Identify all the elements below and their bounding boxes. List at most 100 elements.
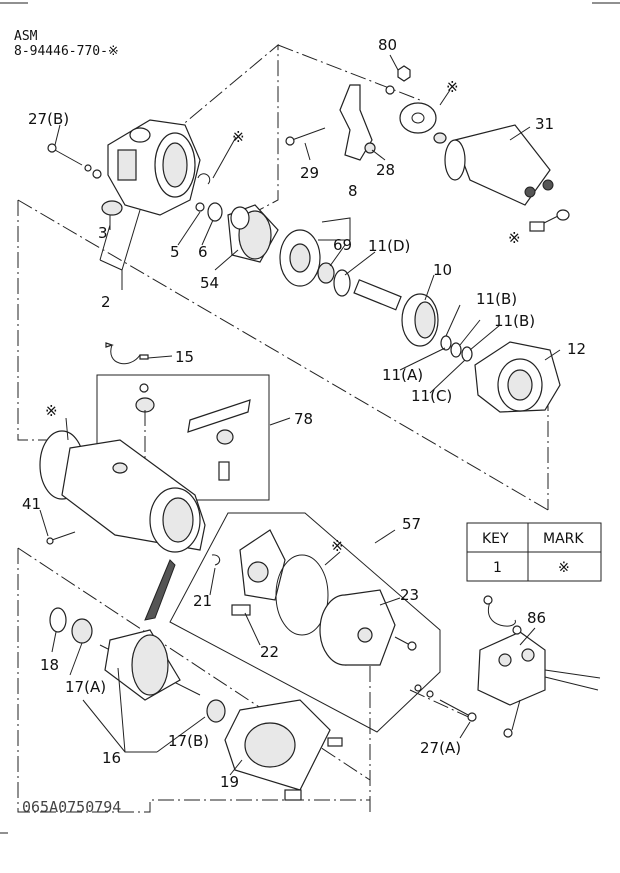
label-star-top: ※ bbox=[446, 78, 459, 96]
terminal-lead bbox=[529, 209, 570, 232]
o-ring-star bbox=[275, 554, 329, 636]
bushing-3 bbox=[101, 200, 123, 216]
brush-holder-19 bbox=[224, 699, 343, 801]
label-54: 54 bbox=[200, 274, 219, 292]
label-star-a: ※ bbox=[232, 128, 245, 146]
label-8: 8 bbox=[348, 182, 358, 200]
brush-holder-57 bbox=[239, 529, 286, 601]
bolt-27b-head bbox=[47, 143, 57, 153]
frame-bottom bbox=[17, 548, 370, 813]
label-17a: 17(A) bbox=[65, 678, 106, 696]
drawing-reference: 065A0750794 bbox=[22, 798, 121, 816]
legend-mark-value: ※ bbox=[558, 560, 570, 576]
assembly-arrow bbox=[144, 559, 176, 621]
frame-diagonal-top bbox=[17, 199, 549, 511]
bolt-23-head bbox=[407, 641, 417, 651]
gear-housing-12 bbox=[474, 341, 561, 413]
label-31: 31 bbox=[535, 115, 554, 133]
legend-key-header: KEY bbox=[482, 531, 509, 547]
plate-78 bbox=[187, 399, 251, 433]
label-15: 15 bbox=[175, 348, 194, 366]
label-28: 28 bbox=[376, 161, 395, 179]
legend-key-value: 1 bbox=[493, 560, 502, 576]
label-23: 23 bbox=[400, 586, 419, 604]
gasket-star bbox=[399, 102, 437, 134]
bolt-29-shaft bbox=[291, 127, 326, 141]
label-12: 12 bbox=[567, 340, 586, 358]
bolt-29-head bbox=[285, 136, 295, 146]
label-80: 80 bbox=[378, 36, 397, 54]
end-cover-23 bbox=[319, 589, 396, 666]
washer-80 bbox=[385, 85, 395, 95]
label-17b: 17(B) bbox=[168, 732, 209, 750]
assembly-part-number: 8-94446-770-※ bbox=[14, 44, 119, 59]
brush-22 bbox=[231, 604, 251, 616]
label-16: 16 bbox=[102, 749, 121, 767]
label-19: 19 bbox=[220, 773, 239, 791]
spring-8-inner bbox=[289, 243, 311, 273]
label-5: 5 bbox=[170, 243, 180, 261]
assembly-label: ASM bbox=[14, 29, 38, 44]
pinion-clutch-54 bbox=[227, 204, 279, 263]
shift-lever-28 bbox=[339, 84, 376, 161]
label-22: 22 bbox=[260, 643, 279, 661]
nut-80 bbox=[397, 65, 411, 82]
label-star-b: ※ bbox=[508, 229, 521, 247]
bolt-27a-shaft bbox=[439, 699, 471, 717]
bolt-27a-head bbox=[467, 712, 477, 722]
washer-18 bbox=[49, 607, 67, 633]
terminal-bolt-78 bbox=[218, 461, 230, 481]
label-2: 2 bbox=[101, 293, 111, 311]
pinion-shaft-10 bbox=[353, 279, 439, 347]
label-11c: 11(C) bbox=[411, 387, 452, 405]
label-27a: 27(A) bbox=[420, 739, 461, 757]
bolt-27b-shaft bbox=[54, 149, 83, 166]
label-star-d: ※ bbox=[331, 537, 344, 555]
spring-21 bbox=[211, 554, 221, 566]
label-69: 69 bbox=[333, 236, 352, 254]
washer-11d bbox=[333, 269, 351, 297]
nut-27b bbox=[92, 169, 102, 179]
washer-11b-1 bbox=[450, 342, 462, 358]
stop-collar-6 bbox=[207, 202, 223, 222]
washer-27b bbox=[84, 164, 92, 172]
armature-16 bbox=[99, 629, 201, 701]
label-3: 3 bbox=[98, 224, 108, 242]
bearing-17a bbox=[71, 618, 93, 644]
legend-table bbox=[466, 522, 602, 582]
bolt-23 bbox=[394, 636, 411, 646]
washer-78 bbox=[139, 383, 149, 393]
snap-ring bbox=[197, 173, 211, 185]
leader-lines bbox=[39, 54, 561, 776]
screw-41-head bbox=[46, 537, 54, 545]
label-86: 86 bbox=[527, 609, 546, 627]
ring-69 bbox=[317, 262, 335, 284]
magnetic-switch-86 bbox=[477, 595, 601, 738]
label-6: 6 bbox=[198, 243, 208, 261]
label-11d: 11(D) bbox=[368, 237, 410, 255]
yoke-field-coil bbox=[39, 430, 206, 553]
label-78: 78 bbox=[294, 410, 313, 428]
label-star-c: ※ bbox=[45, 402, 58, 420]
washer-27a-2 bbox=[426, 690, 434, 698]
ring-5 bbox=[195, 202, 205, 212]
label-29: 29 bbox=[300, 164, 319, 182]
washer-11a bbox=[440, 335, 452, 351]
lead-wire-15 bbox=[105, 342, 149, 365]
washer-11b-2 bbox=[461, 346, 473, 362]
screw-41 bbox=[51, 531, 76, 541]
bearing-17b bbox=[206, 699, 226, 723]
gasket-star-hole bbox=[411, 112, 425, 124]
solenoid-31 bbox=[433, 124, 554, 206]
label-18: 18 bbox=[40, 656, 59, 674]
washer-27a-1 bbox=[414, 684, 422, 692]
label-21: 21 bbox=[193, 592, 212, 610]
drive-housing bbox=[107, 119, 201, 216]
label-10: 10 bbox=[433, 261, 452, 279]
terminal-nut-78 bbox=[216, 429, 234, 445]
label-57: 57 bbox=[402, 515, 421, 533]
legend-mark-header: MARK bbox=[543, 531, 584, 547]
frame-bolt-27a bbox=[409, 689, 476, 721]
label-11b-2: 11(B) bbox=[494, 312, 535, 330]
